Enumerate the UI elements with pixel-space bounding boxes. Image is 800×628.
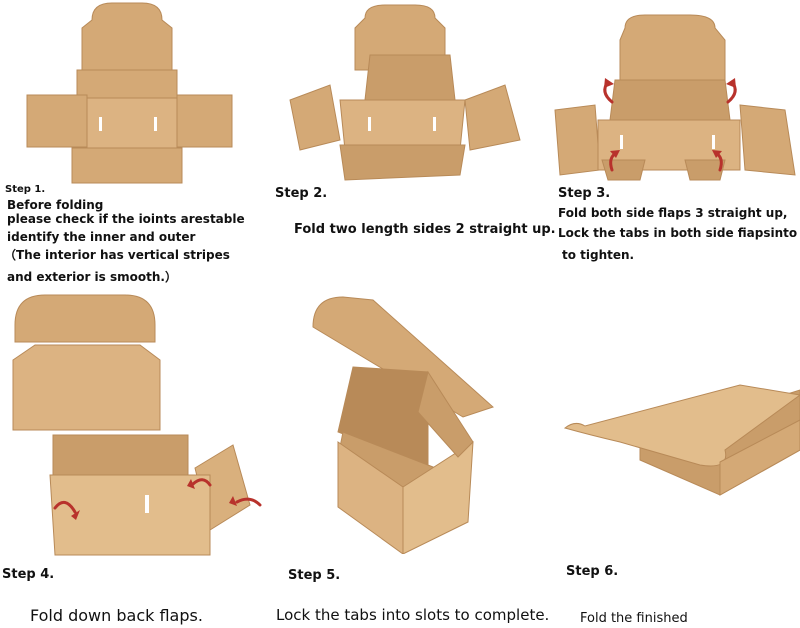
step3-line-3: to tighten. <box>562 248 635 262</box>
step1-figure <box>26 2 233 184</box>
step2-text: Fold two length sides 2 straight up. <box>294 222 556 237</box>
step5-label: Step 5. <box>288 568 341 583</box>
step4-text: Fold down back flaps. <box>30 606 203 625</box>
step5-figure <box>312 296 494 554</box>
step1-line-4: （The interior has vertical stripes <box>4 248 230 262</box>
step3-label: Step 3. <box>558 186 611 201</box>
step1-line-5: and exterior is smooth.） <box>7 270 177 284</box>
step3-line-2: Lock the tabs in both side fiapsinto slo… <box>558 226 800 240</box>
step6-figure <box>563 384 800 496</box>
step4-label: Step 4. <box>2 567 55 582</box>
step3-line-1: Fold both side flaps 3 straight up, <box>558 206 788 220</box>
step1-line-2: please check if the ioints arestable <box>7 212 245 226</box>
step2-label: Step 2. <box>275 186 328 201</box>
step1-line-3: identify the inner and outer <box>7 230 196 244</box>
step4-figure <box>12 294 262 556</box>
step6-text: Fold the finished <box>580 611 688 626</box>
step3-figure <box>554 14 796 181</box>
step1-label: Step 1. <box>5 184 46 195</box>
step5-text: Lock the tabs into slots to complete. <box>276 606 550 624</box>
step6-label: Step 6. <box>566 564 619 579</box>
step2-figure <box>289 4 521 181</box>
step1-line-1: Before folding <box>7 198 104 212</box>
